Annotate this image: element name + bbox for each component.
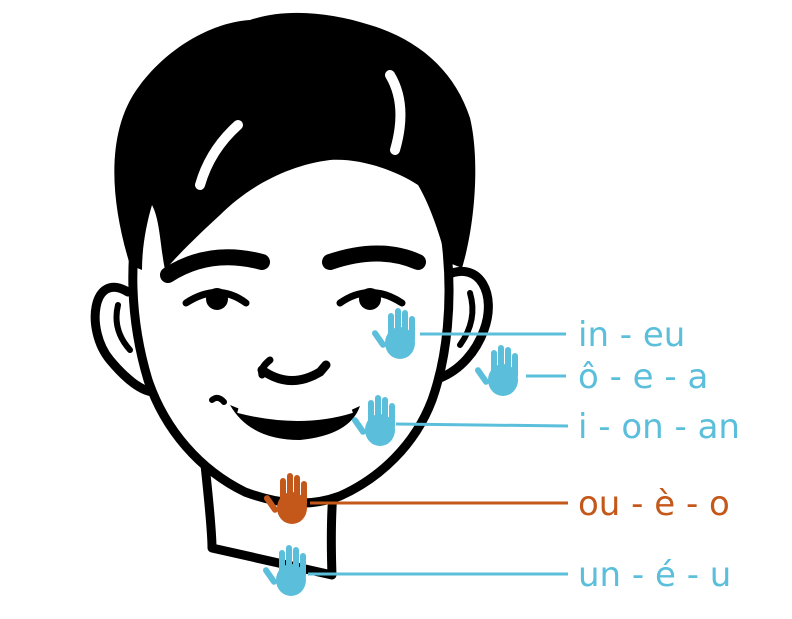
hair [114, 12, 476, 270]
right-eye [336, 288, 406, 310]
mouth [209, 394, 360, 440]
left-eyebrow [160, 249, 270, 283]
nose [257, 360, 331, 385]
leader-line [395, 422, 569, 428]
left-eye [182, 288, 250, 310]
label-cheekbone: in - eu [578, 315, 685, 355]
label-throat: un - é - u [578, 555, 731, 595]
label-chin: ou - è - o [578, 484, 730, 524]
label-mouth-corner: i - on - an [578, 407, 740, 447]
label-beside-cheek: ô - e - a [578, 357, 708, 397]
labels: in - eu ô - e - a i - on - an ou - è - o… [578, 315, 740, 595]
leader-lines [308, 332, 569, 576]
right-eyebrow [322, 245, 426, 270]
hand-icon [473, 345, 518, 396]
